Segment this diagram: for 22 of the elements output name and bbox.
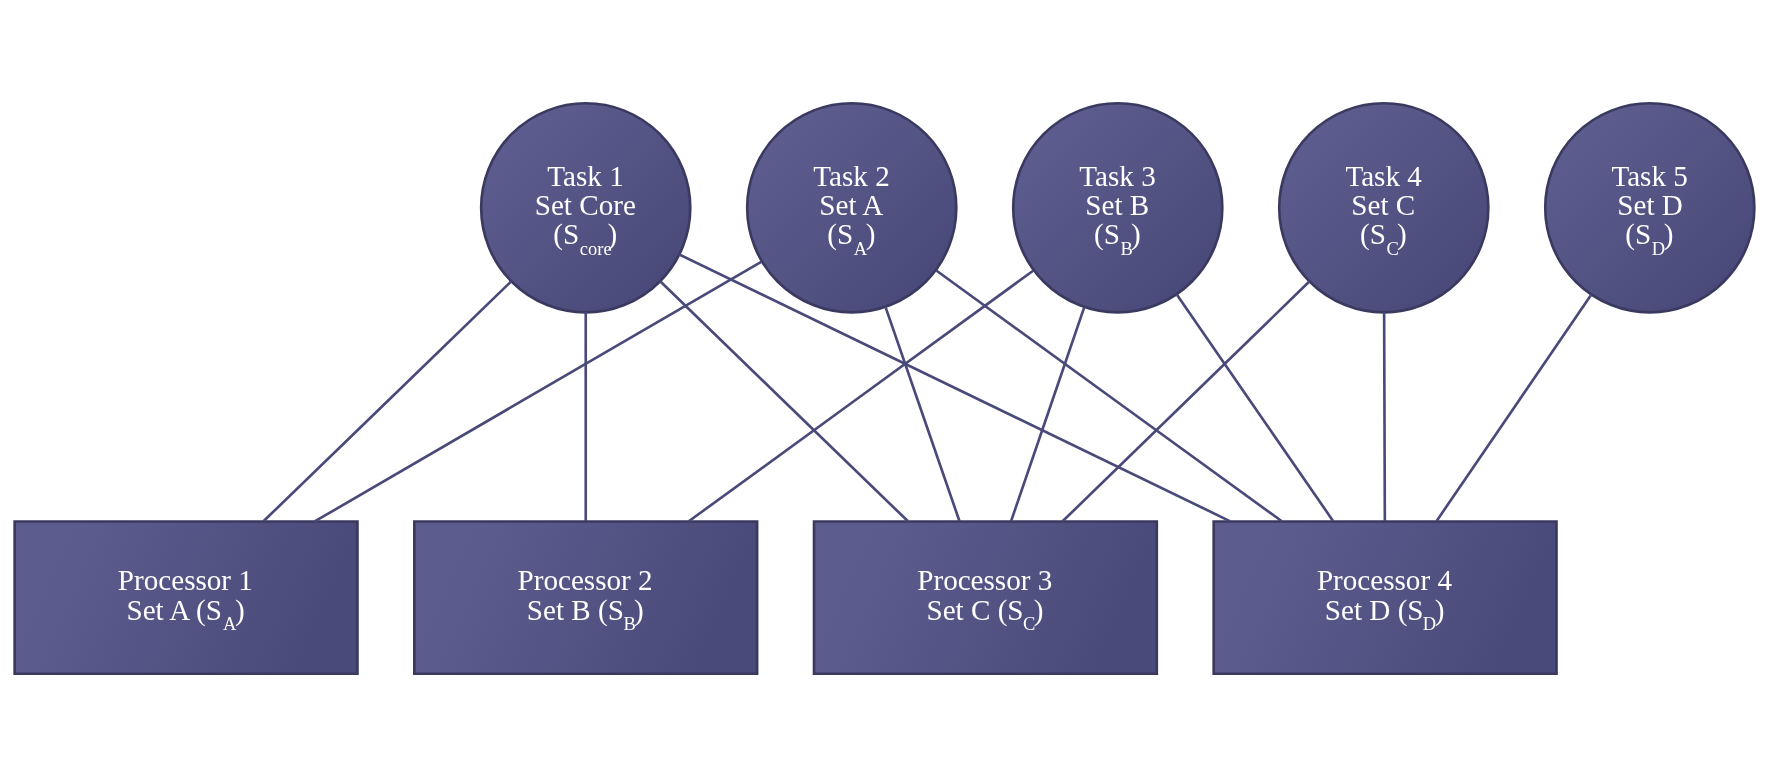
connector — [935, 268, 1283, 522]
connector — [884, 305, 961, 522]
node-box: Processor 3 Set C (S$_{C}$) — [812, 519, 1159, 675]
node-box: Processor 1 Set A (S$_{A}$) — [13, 519, 359, 675]
connector — [1382, 311, 1387, 521]
node-circle: Task 3 Set B (S$_{B}$) — [1011, 101, 1224, 314]
connector — [1061, 280, 1311, 522]
connector — [314, 259, 763, 523]
connector — [678, 252, 1231, 522]
connector — [1175, 293, 1335, 522]
connector — [1009, 306, 1086, 522]
node-circle: Task 4 Set C (S$_{C}$) — [1277, 101, 1490, 314]
node-box: Processor 2 Set B (S$_{B}$) — [413, 519, 759, 675]
connector — [584, 311, 588, 521]
connector — [1435, 293, 1593, 522]
node-circle: Task 1 Set Core (S$_{core}$) — [479, 101, 692, 314]
connector — [688, 268, 1035, 522]
node-box: Processor 4 Set D (S$_{D}$) — [1212, 519, 1558, 675]
connector — [659, 280, 909, 522]
node-circle: Task 2 Set A (S$_{A}$) — [745, 101, 958, 314]
connector — [262, 280, 512, 522]
node-circle: Task 5 Set D (S$_{D}$) — [1543, 101, 1756, 314]
